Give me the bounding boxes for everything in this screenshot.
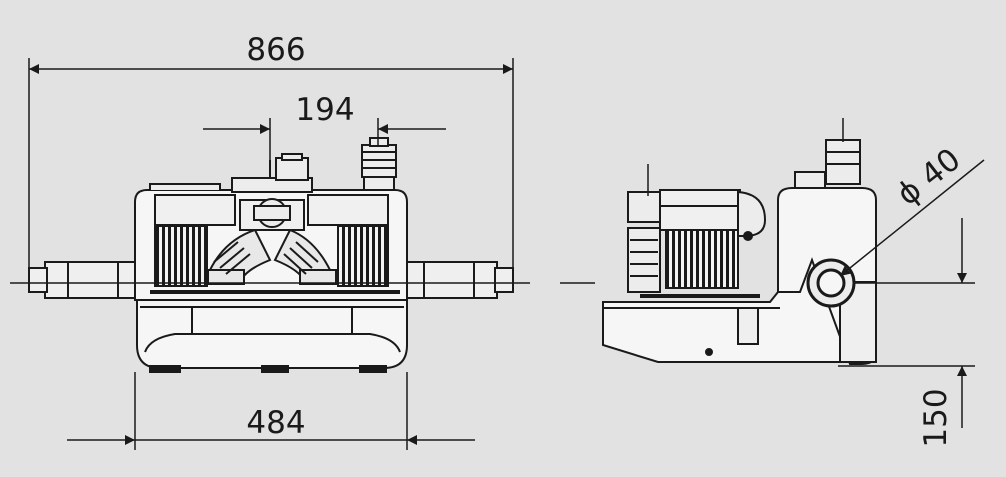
right-motor-fins: [337, 225, 389, 287]
dim-base-width: 484: [246, 405, 305, 441]
dim-inlet-diameter: ϕ 40: [890, 141, 967, 212]
side-motor-fins: [665, 229, 739, 289]
left-motor-fins: [154, 225, 208, 287]
dim-inlet-height: 150: [918, 388, 954, 447]
side-view: [602, 139, 877, 365]
dimension-lines: [10, 58, 985, 450]
dim-overall-width: 866: [246, 32, 305, 68]
front-view: [28, 137, 514, 373]
dim-outlet-spacing: 194: [295, 92, 354, 128]
left-inlet-stub: [44, 261, 136, 299]
right-inlet-stub: [406, 261, 498, 299]
